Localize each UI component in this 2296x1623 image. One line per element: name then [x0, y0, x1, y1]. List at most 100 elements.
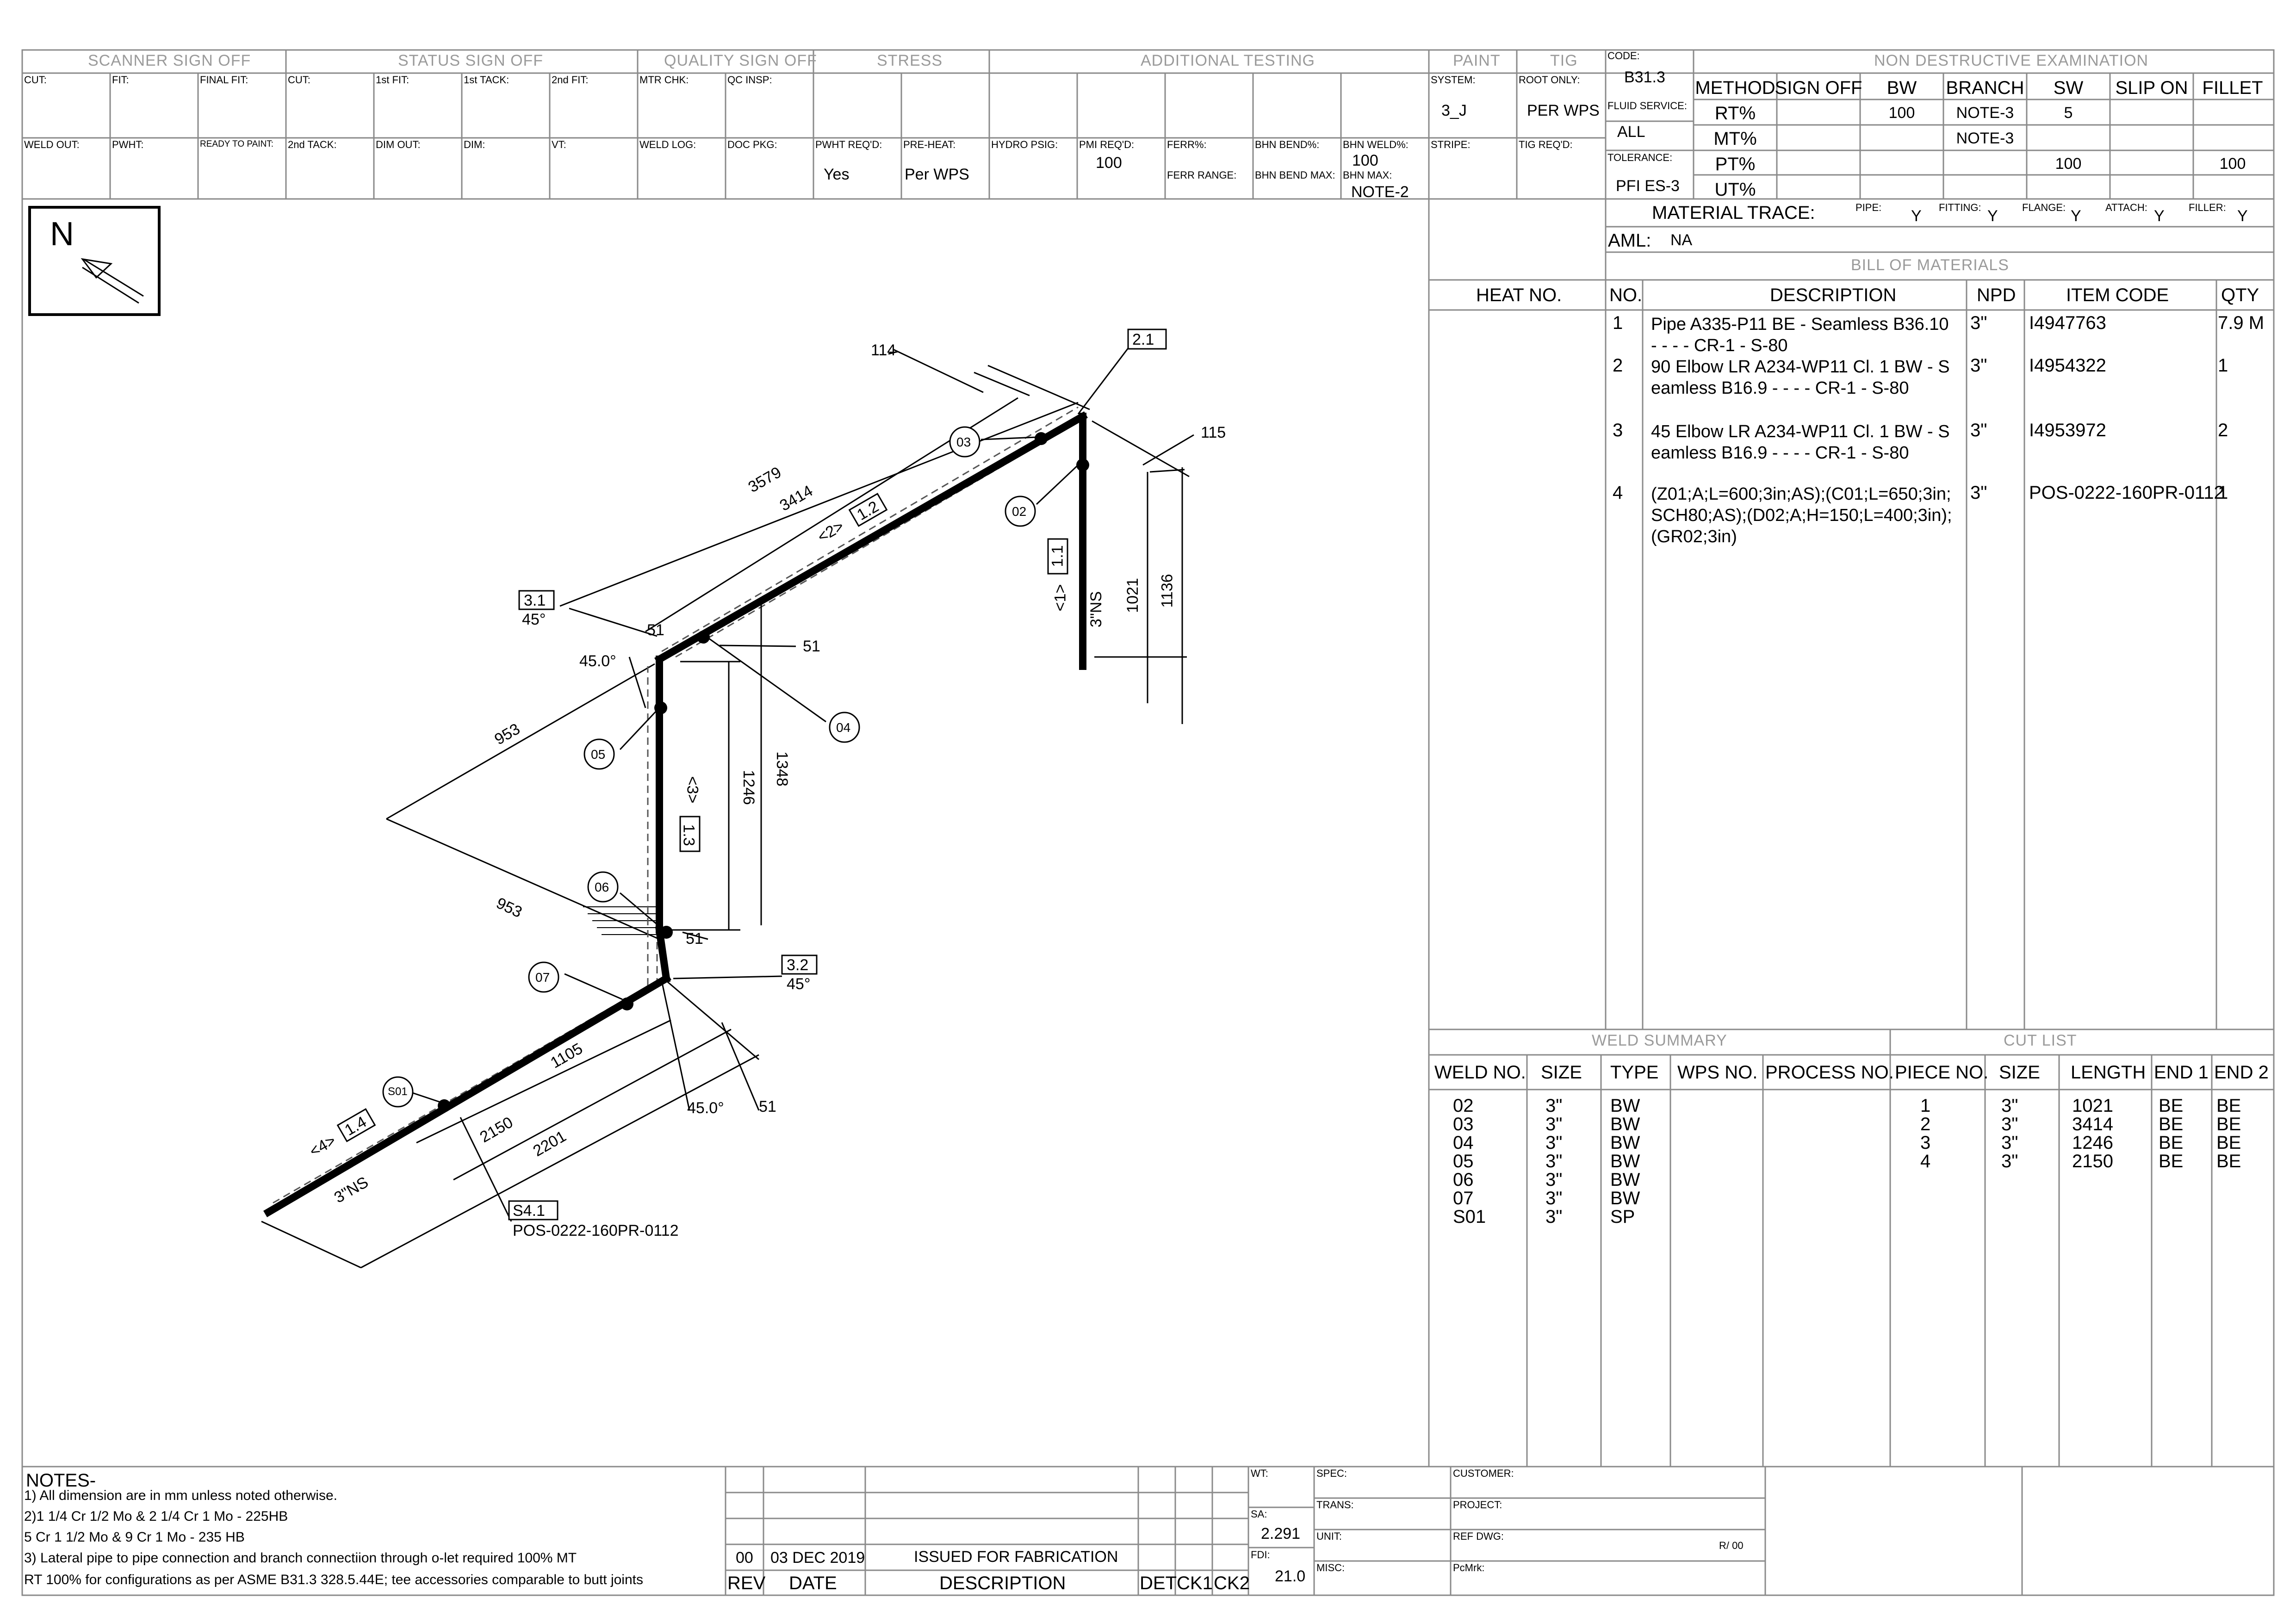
label-2nd-fit: 2nd FIT: [552, 74, 589, 86]
label-code: CODE: [1607, 50, 1640, 62]
label-stripe: STRIPE: [1431, 139, 1471, 150]
label-weld-out: WELD OUT: [24, 139, 80, 150]
nde-cell: MT% [1713, 129, 1757, 149]
piece-tag-2-1: 2.1 [1132, 331, 1154, 348]
weld-summary-type: BW [1610, 1133, 1640, 1153]
label-unit: UNIT: [1316, 1530, 1342, 1542]
label-system: SYSTEM: [1431, 74, 1476, 86]
label-bhn-bend: BHN BEND%: [1255, 139, 1320, 150]
bom-row-item-code: I4953972 [2029, 420, 2106, 440]
material-trace-label: MATERIAL TRACE: [1652, 203, 1815, 223]
label-pwht-reqd: PWHT REQ'D: [815, 139, 882, 150]
label-wt: WT: [1251, 1468, 1268, 1479]
angle-45-lower: 45.0° [687, 1099, 724, 1117]
nde-cell: UT% [1714, 180, 1756, 200]
weld-tag-04 [829, 712, 860, 743]
cut-list-cell: 3" [2001, 1114, 2018, 1134]
label-fdi: FDI: [1251, 1549, 1270, 1561]
cut-list-cell: 3414 [2072, 1114, 2113, 1134]
material-trace-filler-value: Y [2237, 207, 2248, 225]
nde-col-branch: BRANCH [1946, 78, 2024, 98]
weld-summary-title: WELD SUMMARY [1592, 1032, 1727, 1049]
rev-header-ck2: CK2 [1214, 1573, 1250, 1593]
weld-summary-weld-no: S01 [1453, 1207, 1486, 1227]
weld-summary-weld-no: 06 [1453, 1170, 1474, 1190]
label-doc-pkg: DOC PKG: [727, 139, 777, 150]
weld-summary-size: 3" [1545, 1114, 1563, 1134]
cut-list-cell: 1246 [2072, 1133, 2113, 1153]
label-weld-log: WELD LOG: [639, 139, 696, 150]
cut-list-col-4: END 2 [2214, 1062, 2269, 1083]
notes-title: NOTES- [26, 1470, 96, 1491]
bom-row-no: 1 [1613, 313, 1623, 333]
weld-tag-06-label: 06 [595, 880, 609, 894]
angle-45-upper: 45.0° [579, 652, 616, 670]
piece-tag-S4-1: S4.1 [513, 1202, 545, 1220]
north-arrow-icon [28, 206, 161, 316]
cut-list-col-1: SIZE [1999, 1062, 2040, 1083]
weld-summary-size: 3" [1545, 1133, 1563, 1153]
bom-col-npd: NPD [1977, 285, 2016, 305]
bom-col-no: NO. [1609, 285, 1643, 305]
header-columns [109, 50, 1607, 1467]
nde-col-method: METHOD [1695, 78, 1775, 98]
cut-list-cell: BE [2216, 1133, 2241, 1153]
label-ferr: FERR%: [1167, 139, 1207, 150]
label-root-only: ROOT ONLY: [1519, 74, 1580, 86]
bom-row-qty: 1 [2218, 355, 2228, 376]
dim-51-top: 51 [647, 621, 664, 639]
weld-tag-05 [583, 738, 615, 770]
value-fluid-service: ALL [1617, 123, 1645, 141]
label-2nd-tack: 2nd TACK: [288, 139, 337, 150]
aml-label: AML: [1608, 230, 1651, 251]
label-bhn-max: BHN MAX: [1343, 169, 1392, 181]
cut-list-cell: 2 [1920, 1114, 1931, 1134]
label-ferr-range: FERR RANGE: [1167, 169, 1237, 181]
weld-summary-size: 3" [1545, 1096, 1563, 1116]
dim-114: 114 [871, 341, 896, 359]
cut-list-cell: BE [2216, 1114, 2241, 1134]
label-ready-to-paint: READY TO PAINT: [200, 139, 274, 149]
value-pmi-reqd: 100 [1096, 154, 1122, 172]
label-pre-heat: PRE-HEAT: [903, 139, 956, 150]
weld-summary-col-0: WELD NO. [1434, 1062, 1526, 1083]
value-pre-heat: Per WPS [905, 166, 969, 183]
material-trace-attach-value: Y [2154, 207, 2165, 225]
bom-row-npd: 3" [1970, 420, 1987, 440]
weld-summary-col-2: TYPE [1610, 1062, 1659, 1083]
cut-list-cell: 4 [1920, 1151, 1931, 1171]
section-scanner-signoff: SCANNER SIGN OFF [88, 52, 251, 69]
label-1st-tack: 1st TACK: [464, 74, 509, 86]
spool-id-label: POS-0222-160PR-0112 [513, 1222, 679, 1239]
weld-summary-weld-no: 04 [1453, 1133, 1474, 1153]
weld-summary-col-1: SIZE [1541, 1062, 1582, 1083]
dim-1136: 1136 [1158, 574, 1176, 608]
rev-header-det: DET [1140, 1573, 1177, 1593]
label-final-fit: FINAL FIT: [200, 74, 248, 86]
weld-summary-type: BW [1610, 1170, 1640, 1190]
label-mtr-chk: MTR CHK: [639, 74, 689, 86]
section-status-signoff: STATUS SIGN OFF [398, 52, 544, 69]
bom-row-description: (Z01;A;L=600;3in;AS);(C01;L=650;3in;SCH8… [1651, 484, 1952, 546]
bom-row-qty: 2 [2218, 420, 2228, 440]
rev-description: ISSUED FOR FABRICATION [914, 1548, 1118, 1566]
cut-list-col-3: END 1 [2154, 1062, 2209, 1083]
piece-tag-1-1: 1.1 [1049, 545, 1067, 567]
material-trace-flange-label: FLANGE: [2022, 202, 2066, 213]
label-qc-insp: QC INSP: [727, 74, 772, 86]
value-pwht-reqd: Yes [824, 166, 850, 183]
rev-header-date: DATE [789, 1573, 837, 1593]
label-customer: CUSTOMER: [1453, 1468, 1514, 1479]
cut-list-cell: 3" [2001, 1096, 2018, 1116]
weld-summary-size: 3" [1545, 1170, 1563, 1190]
aml-value: NA [1670, 231, 1693, 249]
cut-list-cell: BE [2159, 1096, 2184, 1116]
ref-dwg-rev: R/ 00 [1719, 1540, 1744, 1551]
label-project: PROJECT: [1453, 1499, 1502, 1511]
rev-value: 00 [736, 1549, 753, 1567]
nde-cell: 100 [1888, 104, 1915, 122]
nde-col-sw: SW [2053, 78, 2084, 98]
dim-1246: 1246 [739, 770, 757, 805]
